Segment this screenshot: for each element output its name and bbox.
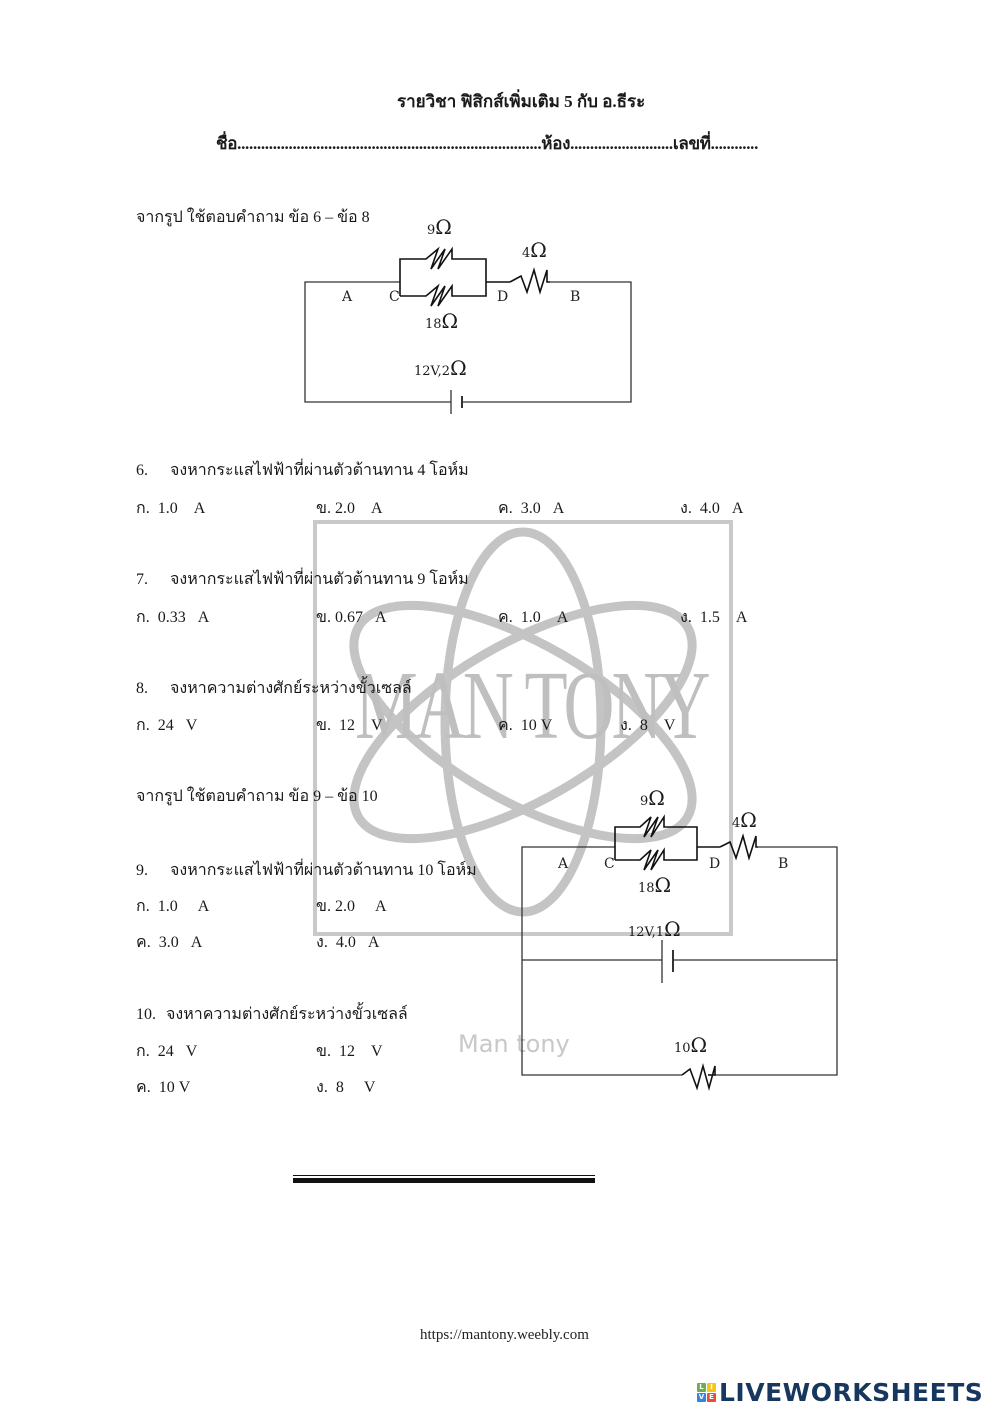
footer-url[interactable]: https://mantony.weebly.com [420,1327,589,1343]
question-text: จงหากระแสไฟฟ้าที่ผ่านตัวต้านทาน 9 โอห์ม [170,571,469,588]
question-number: 6. [136,462,148,479]
q7-option-d[interactable]: ง. 1.5 A [680,609,748,626]
question-text: จงหากระแสไฟฟ้าที่ผ่านตัวต้านทาน 4 โอห์ม [170,462,469,479]
live-blocks-icon: L I V E [697,1383,716,1402]
q7-option-c[interactable]: ค. 1.0 A [498,609,569,626]
node-d: D [497,289,509,305]
c2-resistor-label-4: 4Ω [732,808,757,832]
question-6: 6. จงหากระแสไฟฟ้าที่ผ่านตัวต้านทาน 4 โอห์… [136,458,469,483]
q10-option-a[interactable]: ก. 24 V [136,1043,198,1060]
end-divider [293,1175,595,1176]
q6-option-a[interactable]: ก. 1.0 A [136,500,206,517]
end-divider-thick [293,1178,595,1183]
c2-resistor-label-9: 9Ω [640,786,665,810]
q7-option-a[interactable]: ก. 0.33 A [136,609,210,626]
liveworksheets-logo[interactable]: L I V E LIVEWORKSHEETS [697,1378,983,1407]
q10-option-b[interactable]: ข. 12 V [316,1043,383,1060]
q8-option-b[interactable]: ข. 12 V [316,717,383,734]
c2-resistor-label-18: 18Ω [638,873,672,897]
q8-option-d[interactable]: ง. 8 V [620,717,676,734]
question-text: จงหาความต่างศักย์ระหว่างขั้วเซลล์ [170,680,412,697]
question-text: จงหาความต่างศักย์ระหว่างขั้วเซลล์ [166,1006,408,1023]
c2-battery-label: 12V,1Ω [628,917,681,941]
section1-intro: จากรูป ใช้ตอบคำถาม ข้อ 6 – ข้อ 8 [136,209,370,226]
c2-node-d: D [709,856,721,872]
q10-option-d[interactable]: ง. 8 V [316,1079,376,1096]
q9-option-c[interactable]: ค. 3.0 A [136,934,203,951]
circuit-1-wires [304,246,632,414]
node-b: B [570,289,581,305]
battery-label: 12V,2Ω [414,356,467,380]
q9-option-a[interactable]: ก. 1.0 A [136,898,210,915]
q8-option-c[interactable]: ค. 10 V [498,717,553,734]
node-a: A [342,289,353,305]
node-c: C [389,289,400,305]
circuit-diagram-1: 9Ω 4Ω 18Ω 12V,2Ω A C D B [0,0,1000,450]
student-info-line[interactable]: ชื่อ....................................… [216,134,759,153]
question-9: 9. จงหากระแสไฟฟ้าที่ผ่านตัวต้านทาน 10 โอห… [136,858,477,883]
question-7: 7. จงหากระแสไฟฟ้าที่ผ่านตัวต้านทาน 9 โอห์… [136,567,469,592]
q6-option-c[interactable]: ค. 3.0 A [498,500,565,517]
c2-node-c: C [604,856,615,872]
section2-intro: จากรูป ใช้ตอบคำถาม ข้อ 9 – ข้อ 10 [136,788,378,805]
q9-option-b[interactable]: ข. 2.0 A [316,898,387,915]
watermark-small-text: Man tony [458,1030,570,1058]
q8-option-a[interactable]: ก. 24 V [136,717,198,734]
question-number: 8. [136,680,148,697]
question-number: 9. [136,862,148,879]
q6-option-d[interactable]: ง. 4.0 A [680,500,744,517]
q9-option-d[interactable]: ง. 4.0 A [316,934,380,951]
question-text: จงหากระแสไฟฟ้าที่ผ่านตัวต้านทาน 10 โอห์ม [170,862,477,879]
question-8: 8. จงหาความต่างศักย์ระหว่างขั้วเซลล์ [136,676,412,701]
circuit-diagram-2: 9Ω 4Ω 18Ω 12V,1Ω 10Ω A C D B [521,786,838,1092]
q10-option-c[interactable]: ค. 10 V [136,1079,191,1096]
circuit-2-wires [521,814,838,1092]
q7-option-b[interactable]: ข. 0.67 A [316,609,387,626]
q6-option-b[interactable]: ข. 2.0 A [316,500,383,517]
c2-resistor-label-10: 10Ω [674,1033,708,1057]
liveworksheets-brand: LIVEWORKSHEETS [719,1378,984,1407]
c2-node-b: B [778,856,789,872]
resistor-label-9: 9Ω [427,215,452,239]
resistor-label-4: 4Ω [522,238,547,262]
question-number: 7. [136,571,148,588]
question-number: 10. [136,1006,156,1023]
watermark-text: MAN TONY [355,652,711,760]
resistor-label-18: 18Ω [425,309,459,333]
question-10: 10. จงหาความต่างศักย์ระหว่างขั้วเซลล์ [136,1002,408,1027]
worksheet-title: รายวิชา ฟิสิกส์เพิ่มเติม 5 กับ อ.ธีระ [397,92,646,111]
c2-node-a: A [558,856,569,872]
